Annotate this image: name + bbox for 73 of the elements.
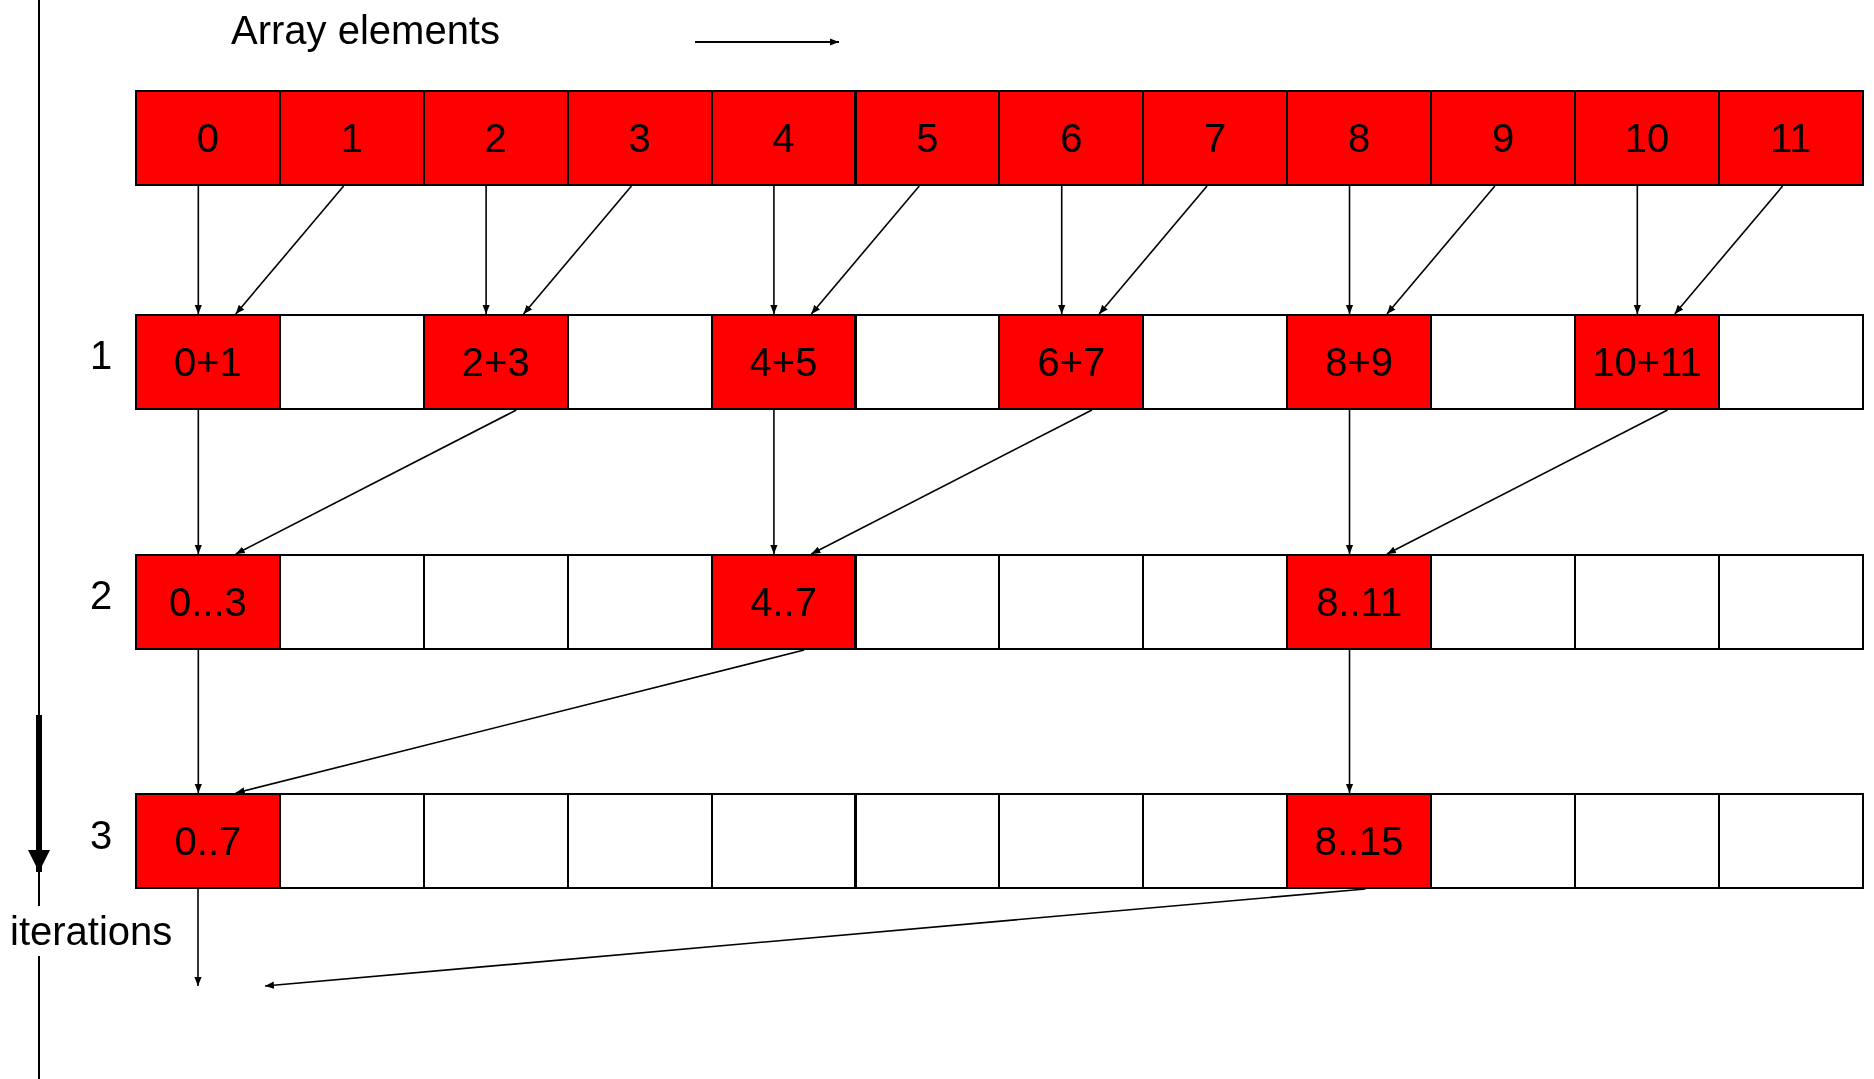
arrow: [1386, 409, 1669, 555]
arrow: [194, 409, 202, 555]
array-cell: [1574, 314, 1720, 410]
array-cell: [135, 793, 281, 889]
array-cell: [1286, 314, 1433, 410]
array-cell: [710, 554, 857, 650]
array-cell: [566, 90, 713, 186]
array-cell: [710, 314, 857, 410]
array-cell: [1142, 90, 1289, 186]
cell-value: 5: [916, 118, 939, 158]
array-cell: [1286, 554, 1433, 650]
arrow: [482, 185, 490, 315]
arrow: [194, 185, 202, 315]
cell-value: 3: [628, 118, 651, 158]
arrow: [1098, 185, 1208, 315]
arrow: [1058, 185, 1066, 315]
cell-value: 4: [772, 118, 795, 158]
cell-value: 2: [484, 118, 507, 158]
cell-value: 8..11: [1316, 582, 1403, 622]
array-cell: [998, 314, 1145, 410]
arrow: [234, 409, 518, 555]
axis-title: Array elements: [231, 7, 500, 54]
row-label: 1: [90, 332, 113, 379]
cell-value: 0...3: [169, 582, 247, 622]
array-cell: [854, 90, 1001, 186]
array-cell: [422, 314, 569, 410]
arrow: [1386, 185, 1496, 315]
arrow: [770, 409, 778, 555]
cell-value: 4..7: [750, 582, 817, 622]
cell-value: 10+11: [1592, 342, 1702, 382]
cell-value: 1: [340, 118, 363, 158]
arrow: [194, 649, 202, 794]
cell-value: 9: [1491, 118, 1515, 158]
array-cell: [1430, 90, 1576, 186]
arrow: [1345, 409, 1354, 555]
array-cell: [1717, 90, 1864, 186]
array-cell: [422, 90, 569, 186]
cell-value: 0+1: [174, 342, 242, 382]
cell-value: 2+3: [461, 342, 530, 382]
array-cell: [135, 90, 281, 186]
axis-title: iterations: [10, 906, 173, 956]
array-cell: [278, 90, 425, 186]
arrow: [810, 409, 1093, 555]
array-cell: [135, 314, 281, 410]
array-cell: [1286, 90, 1433, 186]
arrow: [1673, 185, 1784, 315]
array-cell: [1574, 90, 1720, 186]
cell-value: 8..15: [1314, 821, 1404, 861]
cell-value: 4+5: [749, 342, 818, 382]
cell-value: 7: [1204, 118, 1227, 158]
arrow: [1345, 185, 1354, 315]
cell-value: 0..7: [174, 821, 242, 861]
row-label: 2: [90, 572, 113, 619]
row-label: 3: [90, 812, 113, 859]
array-cell: [1286, 793, 1433, 889]
arrow: [522, 185, 633, 315]
cell-value: 8: [1348, 118, 1371, 158]
arrow: [1633, 185, 1641, 315]
arrow: [770, 185, 778, 315]
array-cell: [998, 90, 1145, 186]
arrow: [194, 888, 202, 987]
cell-value: 11: [1770, 118, 1812, 158]
arrow: [1345, 649, 1354, 794]
array-cell: [135, 554, 281, 650]
arrow: [234, 185, 345, 315]
arrow: [810, 185, 921, 315]
cell-value: 6+7: [1037, 342, 1106, 382]
cell-value: 0: [196, 118, 220, 158]
cell-value: 6: [1060, 118, 1083, 158]
cell-value: 8+9: [1325, 342, 1394, 382]
cell-value: 10: [1624, 118, 1670, 158]
arrow: [234, 649, 805, 795]
array-cell: [710, 90, 857, 186]
